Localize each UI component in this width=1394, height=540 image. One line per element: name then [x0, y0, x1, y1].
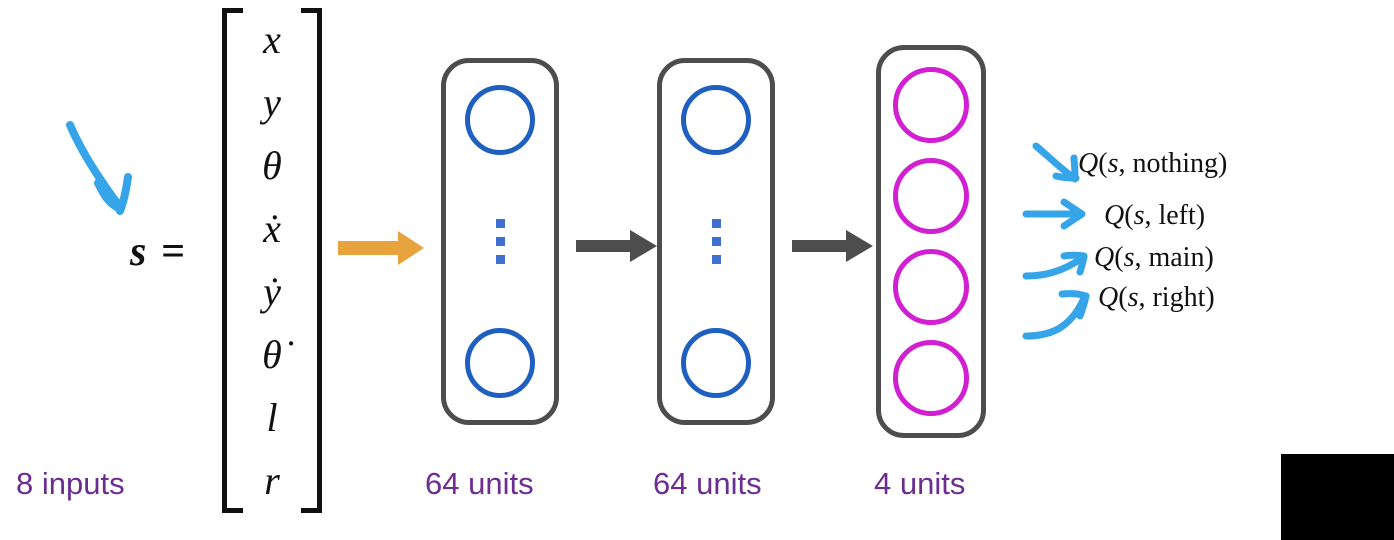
output-arrow-nothing-icon	[1032, 142, 1080, 183]
bracket-left-icon	[222, 8, 243, 513]
corner-block	[1281, 454, 1394, 540]
state-component: ẏ	[263, 269, 281, 314]
output-arrow-right-icon	[1022, 290, 1090, 340]
paren-close: )	[1204, 242, 1214, 273]
vertical-ellipsis-icon	[711, 219, 721, 264]
paren-open: (	[1124, 200, 1134, 231]
neuron	[893, 339, 969, 416]
state-arg: s	[1133, 200, 1145, 231]
vertical-ellipsis-icon	[495, 219, 505, 264]
comma: ,	[1144, 200, 1159, 231]
output-layer-box	[876, 45, 986, 438]
comma: ,	[1118, 148, 1133, 179]
caption-hidden-1: 64 units	[425, 466, 534, 501]
paren-close: )	[1205, 282, 1215, 313]
neuron	[465, 328, 535, 398]
paren-open: (	[1098, 148, 1108, 179]
q-symbol: Q	[1094, 242, 1115, 273]
comma: ,	[1134, 242, 1149, 273]
paren-open: (	[1118, 282, 1128, 313]
neuron	[681, 85, 751, 155]
state-component: x	[263, 17, 281, 62]
paren-open: (	[1114, 242, 1124, 273]
state-component: y	[263, 80, 281, 125]
state-component: θ	[262, 143, 282, 188]
state-component: θ̇	[262, 332, 282, 377]
state-component: r	[264, 458, 280, 503]
bracket-right-icon	[301, 8, 322, 513]
q-symbol: Q	[1098, 282, 1119, 313]
paren-close: )	[1195, 200, 1206, 231]
neuron	[893, 67, 969, 144]
state-arg: s	[1123, 242, 1135, 273]
pointer-arrow-icon	[66, 121, 132, 215]
q-value-nothing: Q(s, nothing)	[1078, 148, 1227, 180]
q-symbol: Q	[1104, 200, 1125, 231]
action-name: left	[1158, 200, 1196, 231]
state-component: ẋ	[263, 206, 281, 251]
comma: ,	[1138, 282, 1153, 313]
action-name: main	[1148, 242, 1205, 273]
q-value-main: Q(s, main)	[1094, 242, 1214, 274]
layer-arrow-2-icon	[792, 230, 873, 262]
neuron	[681, 328, 751, 398]
q-value-right: Q(s, right)	[1098, 282, 1215, 314]
hidden-layer-2-box	[657, 58, 775, 425]
state-arg: s	[1107, 148, 1119, 179]
state-component: l	[266, 395, 278, 440]
input-arrow-icon	[338, 231, 424, 265]
paren-close: )	[1218, 148, 1228, 179]
output-arrow-left-icon	[1022, 198, 1086, 230]
state-components: x y θ ẋ ẏ θ̇ l r	[243, 8, 301, 513]
state-arg: s	[1127, 282, 1139, 313]
neuron	[893, 248, 969, 325]
hidden-layer-1-box	[441, 58, 559, 425]
q-symbol: Q	[1078, 148, 1099, 179]
neuron	[465, 85, 535, 155]
neuron	[893, 158, 969, 235]
output-arrow-main-icon	[1022, 251, 1088, 280]
action-name: nothing	[1132, 148, 1219, 179]
layer-arrow-1-icon	[576, 230, 657, 262]
action-name: right	[1152, 282, 1206, 313]
caption-input: 8 inputs	[16, 466, 125, 501]
state-vector: x y θ ẋ ẏ θ̇ l r	[222, 8, 322, 513]
state-symbol: s =	[130, 229, 187, 275]
q-value-left: Q(s, left)	[1104, 200, 1205, 232]
caption-output: 4 units	[874, 466, 966, 501]
caption-hidden-2: 64 units	[653, 466, 762, 501]
